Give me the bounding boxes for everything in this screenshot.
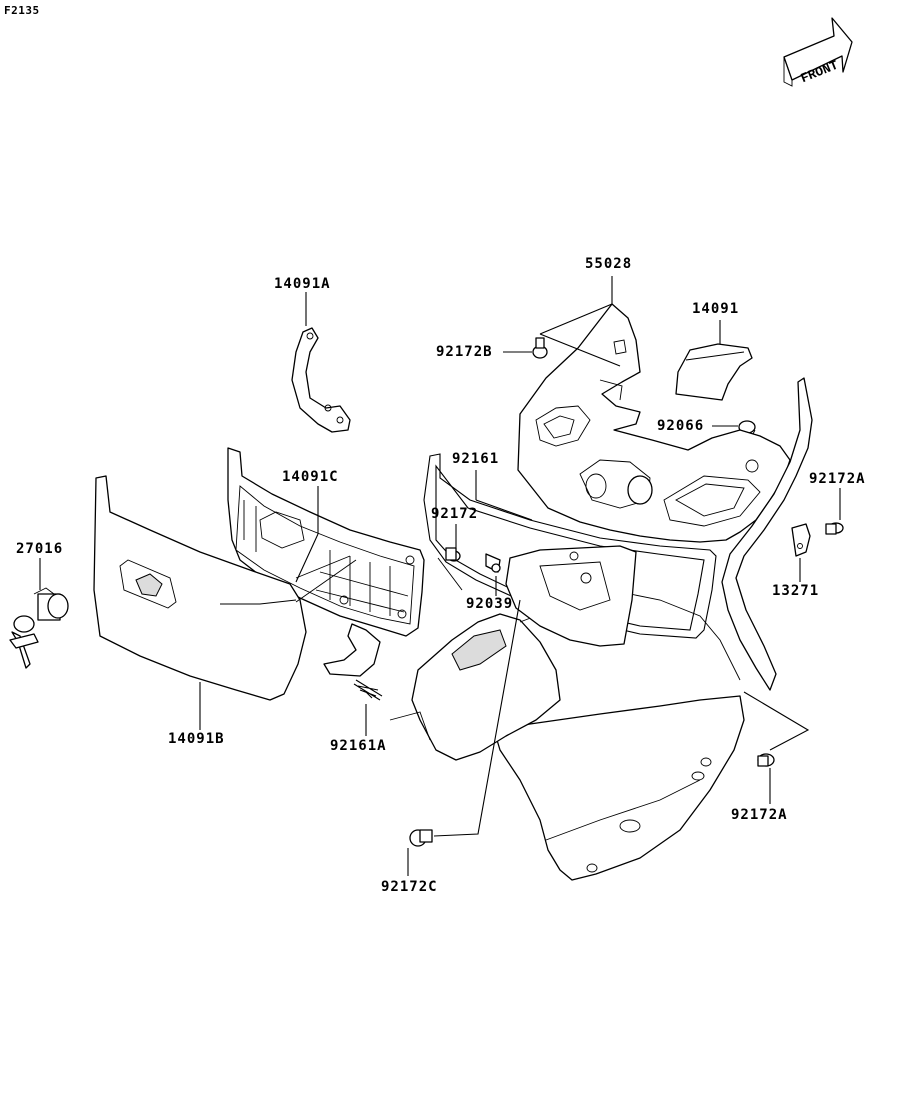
part-outer-cover-right-rail [721, 377, 813, 691]
part-label-14091A: 14091A [274, 276, 331, 292]
part-label-13271: 13271 [772, 583, 820, 599]
part-92172B-screw [532, 337, 548, 359]
part-55028-inner-cover [517, 303, 791, 543]
part-label-92172C: 92172C [381, 879, 438, 895]
part-lower-floor-panel [493, 695, 745, 881]
part-27016-lock-cylinder [9, 587, 69, 669]
part-92161A-spring [353, 679, 383, 701]
part-label-14091C: 14091C [282, 469, 339, 485]
part-14091-cover [675, 343, 753, 401]
part-14091C-grille [227, 447, 425, 637]
part-center-vent-panel [505, 545, 637, 647]
part-label-27016: 27016 [16, 541, 64, 557]
part-label-92172A-bottom: 92172A [731, 807, 788, 823]
part-92039-clip [485, 553, 501, 573]
part-label-92172: 92172 [431, 506, 479, 522]
part-92172A-top-screw [825, 522, 844, 535]
part-label-92161: 92161 [452, 451, 500, 467]
part-92161-trim-frame [423, 453, 717, 639]
part-label-92161A: 92161A [330, 738, 387, 754]
part-label-92039: 92039 [466, 596, 514, 612]
leader-lines [39, 276, 841, 876]
figure-id: F2135 [4, 4, 40, 17]
part-front-lower-panel [389, 591, 741, 761]
part-grille-hook [323, 623, 381, 677]
part-label-55028: 55028 [585, 256, 633, 272]
part-13271-bracket [791, 523, 811, 557]
part-label-14091: 14091 [692, 301, 740, 317]
part-14091B-front-cover [93, 475, 307, 701]
part-92172-screw [445, 547, 461, 562]
part-label-92066: 92066 [657, 418, 705, 434]
part-label-92172B: 92172B [436, 344, 493, 360]
front-arrow-icon: FRONT [783, 17, 853, 87]
part-label-92172A-top: 92172A [809, 471, 866, 487]
part-label-14091B: 14091B [168, 731, 225, 747]
part-92172C-screw [409, 829, 433, 847]
part-14091A-bracket [291, 327, 351, 433]
part-92172A-bottom-screw [757, 753, 775, 767]
